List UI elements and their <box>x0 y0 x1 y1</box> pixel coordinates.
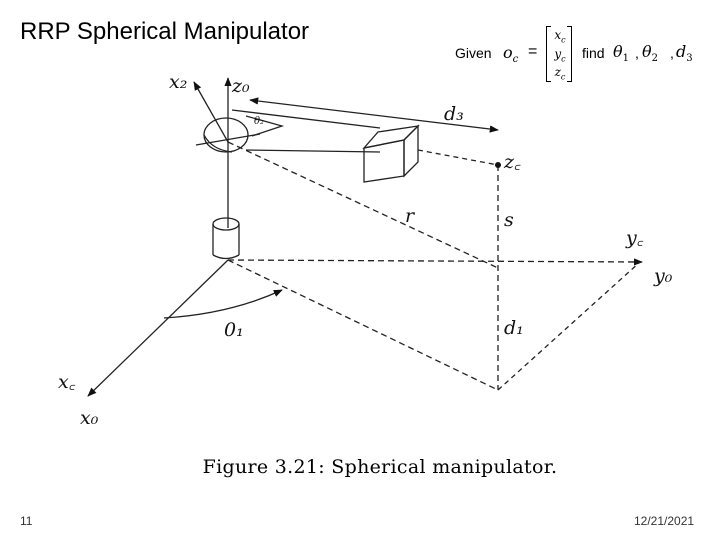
given-equals: = <box>528 43 538 60</box>
slide-number: 11 <box>20 514 33 528</box>
slide-title: RRP Spherical Manipulator <box>20 18 310 45</box>
figure-caption: Figure 3.21: Spherical manipulator. <box>202 456 558 478</box>
unknown-theta2: θ2 <box>642 42 659 65</box>
label-x0: x₀ <box>80 407 99 429</box>
label-theta1: 0₁ <box>224 319 244 341</box>
vector-xc: xc <box>554 28 566 45</box>
base-joint-bottom <box>212 254 240 260</box>
label-x2: x₂ <box>169 71 187 93</box>
label-d3: d₃ <box>444 103 464 125</box>
separator-2: , <box>670 45 674 61</box>
unknown-d3: d3 <box>676 42 693 65</box>
label-theta2: θ₂ <box>254 116 264 127</box>
label-yc: y꜀ <box>625 227 644 249</box>
given-lhs: oc <box>503 43 519 66</box>
projection-line <box>227 259 499 391</box>
vector-yc: yc <box>554 47 566 64</box>
theta1-arc <box>163 289 283 319</box>
label-r: r <box>405 205 416 227</box>
arm-lower <box>245 149 381 153</box>
separator-1: , <box>635 45 639 61</box>
find-word: find <box>582 45 605 61</box>
base-joint-top <box>212 217 240 231</box>
given-statement: Given oc = xc yc zc find θ1 , θ2 , d3 <box>455 24 705 84</box>
joint2-body <box>203 117 249 153</box>
x2-axis <box>193 81 229 143</box>
wrist-center-dot <box>495 162 501 168</box>
label-z0: z₀ <box>231 75 250 97</box>
y0-axis <box>227 258 643 266</box>
r-line <box>227 141 499 269</box>
d3-arrow <box>249 97 499 133</box>
unknown-theta1: θ1 <box>613 42 630 65</box>
x0-axis <box>87 259 229 397</box>
label-s: s <box>504 209 514 231</box>
label-xc: x꜀ <box>58 371 76 393</box>
label-y0: y₀ <box>653 265 673 287</box>
label-zc: z꜀ <box>503 151 521 173</box>
manipulator-diagram: x₂ z₀ θ₂ d₃ z꜀ r s y꜀ y₀ 0₁ d₁ x꜀ x₀ <box>58 71 673 429</box>
given-word: Given <box>455 45 492 61</box>
slide-date: 12/21/2021 <box>634 514 695 528</box>
label-d1: d₁ <box>504 317 524 339</box>
position-vector: xc yc zc <box>546 26 572 82</box>
vector-zc: zc <box>554 65 566 82</box>
